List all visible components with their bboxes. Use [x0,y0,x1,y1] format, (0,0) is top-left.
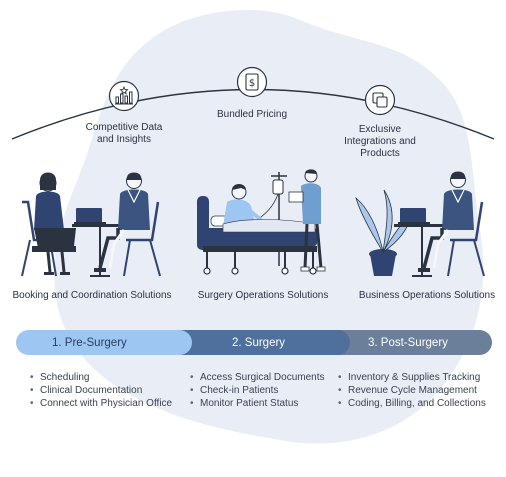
booking-illustration [21,172,161,277]
stage-bar-pre-surgery [16,330,192,355]
list-item: Scheduling [30,371,172,384]
business-illustration [355,171,485,277]
stage-bar-surgery [180,330,350,355]
feature-label-line: Bundled Pricing [216,109,288,120]
overlapping-squares-icon [364,84,396,116]
list-item: Coding, Billing, and Collections [338,397,486,410]
solution-label-booking: Booking and Coordination Solutions [12,290,172,301]
feature-label-line: and Insights [97,134,151,145]
list-item: Monitor Patient Status [190,397,325,410]
list-item: Clinical Documentation [30,384,172,397]
pre-surgery-list: Scheduling Clinical Documentation Connec… [30,371,172,410]
feature-label-line: Products [360,148,400,159]
chart-star-icon [108,80,140,112]
list-item: Access Surgical Documents [190,371,325,384]
stage-label-post-surgery: 3. Post-Surgery [368,337,448,349]
stage-label-surgery: 2. Surgery [232,337,286,349]
feature-label-line: Integrations and [344,136,416,147]
feature-label-exclusive-integrations: Exclusive Integrations and Products [320,124,440,160]
feature-label-line: Competitive Data [85,122,163,133]
dollar-document-icon: $ [236,66,268,98]
feature-label-bundled-pricing: Bundled Pricing [192,109,312,121]
surgery-list: Access Surgical Documents Check-in Patie… [190,371,325,410]
list-item: Inventory & Supplies Tracking [338,371,486,384]
solution-label-surgery: Surgery Operations Solutions [197,290,329,301]
solution-label-business: Business Operations Solutions [358,290,496,301]
list-item: Connect with Physician Office [30,397,172,410]
feature-label-competitive-data: Competitive Data and Insights [64,122,184,146]
svg-text:$: $ [249,78,255,89]
list-item: Revenue Cycle Management [338,384,486,397]
list-item: Check-in Patients [190,384,325,397]
post-surgery-list: Inventory & Supplies Tracking Revenue Cy… [338,371,486,410]
surgery-illustration [197,169,326,275]
stage-label-pre-surgery: 1. Pre-Surgery [52,337,127,349]
feature-label-line: Exclusive [358,124,402,135]
